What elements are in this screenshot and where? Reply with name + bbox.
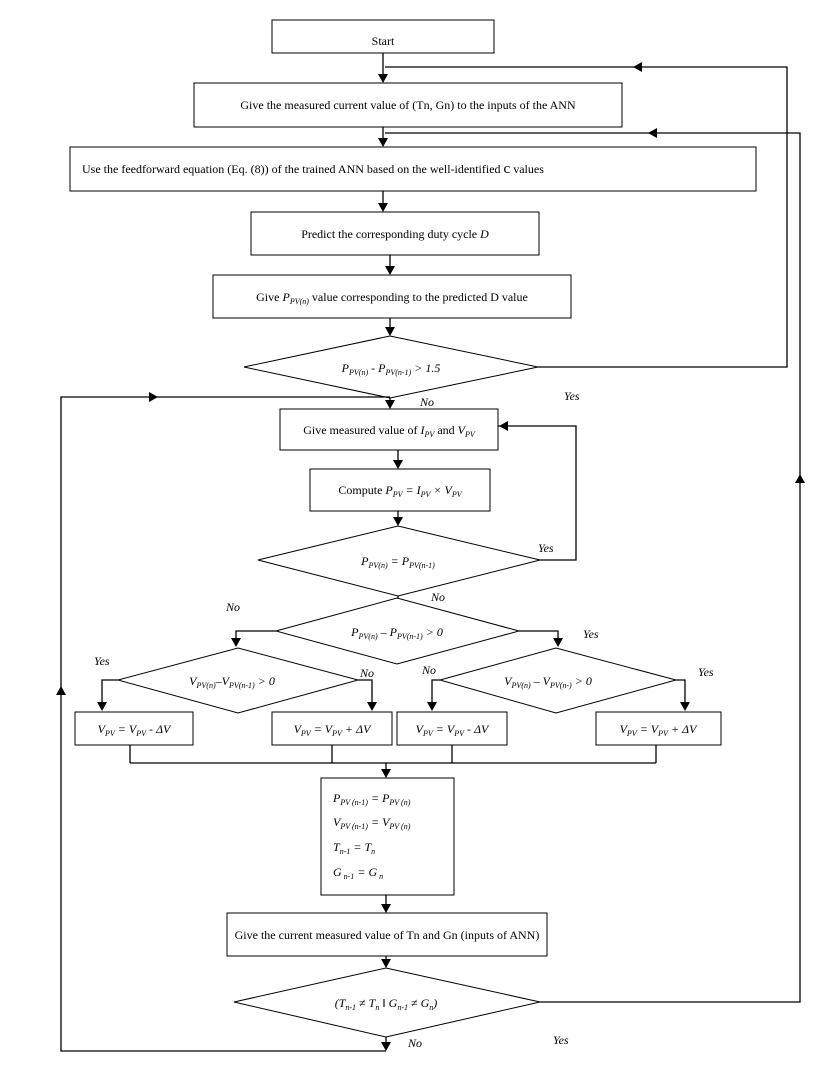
connector-left-no: [358, 679, 373, 704]
connector-no-branch-left: [235, 630, 276, 640]
update-vpv-label: VPV (n-1) = VPV (n): [333, 815, 411, 831]
connector-right-yes: [676, 679, 686, 704]
vpv-increase-label-2: VPV = VPV + ΔV: [620, 722, 698, 738]
vpv-decrease-label-2: VPV = VPV - ΔV: [416, 722, 490, 738]
predict-duty-label: Predict the corresponding duty cycle D: [301, 227, 489, 241]
label-no-left: No: [359, 666, 374, 680]
arrowhead: [385, 327, 395, 336]
loop-no-to-give-iv: [60, 396, 390, 1052]
arrowhead: [633, 62, 642, 72]
label-yes-threshold: Yes: [564, 389, 580, 403]
update-t-label: Tn-1 = Tn: [333, 840, 375, 856]
update-g-label: G n-1 = G n: [333, 865, 383, 881]
give-current-label: Give the current measured value of Tn an…: [235, 928, 540, 942]
arrowhead: [648, 128, 657, 138]
arrowhead: [367, 702, 377, 711]
main-connectors: [97, 53, 690, 1051]
feedback-loops: [56, 62, 805, 1052]
arrowhead: [385, 400, 395, 409]
arrowhead: [427, 702, 437, 711]
compute-power-box: [309, 468, 491, 512]
give-measured-ann-label: Give the measured current value of (Tn, …: [240, 98, 576, 112]
label-yes-equal: Yes: [538, 541, 554, 555]
label-no-positive: No: [225, 600, 240, 614]
decision-power-equal-label: PPV(n) = PPV(n-1): [360, 554, 435, 570]
decision-power-positive-label: PPV(n) – PPV(n-1) > 0: [350, 625, 443, 641]
give-iv-box: [279, 408, 499, 451]
loop-condition-yes-to-feedforward: [385, 132, 801, 1003]
arrowhead: [393, 460, 403, 469]
arrowhead: [231, 638, 241, 647]
compute-power-label: Compute PPV = IPV × VPV: [338, 483, 462, 499]
connector-right-no: [431, 679, 440, 704]
arrowhead: [385, 266, 395, 275]
label-no-right: No: [421, 663, 436, 677]
arrowhead: [381, 959, 391, 968]
vpv-increase-box-1: [271, 711, 393, 746]
feedforward-box: [69, 146, 757, 192]
give-iv-label: Give measured value of IPV and VPV: [303, 423, 476, 439]
label-yes-positive: Yes: [583, 627, 599, 641]
give-current-box: [226, 912, 548, 957]
update-values-box: [320, 777, 455, 896]
decision-condition-change-label: (Tn-1 ≠ Tn ‖ Gn-1 ≠ Gn): [335, 996, 438, 1012]
label-yes-right: Yes: [698, 665, 714, 679]
give-measured-ann-box: [193, 82, 623, 128]
label-no-equal: No: [430, 590, 445, 604]
arrowhead: [393, 517, 403, 526]
arrowhead: [381, 904, 391, 913]
label-no-condition: No: [407, 1036, 422, 1050]
arrowhead: [499, 421, 508, 431]
update-ppv-label: PPV (n-1) = PPV (n): [332, 791, 411, 807]
vpv-increase-label-1: VPV = VPV + ΔV: [294, 722, 372, 738]
decision-voltage-right-label: VPV(n) – VPV(n-) > 0: [504, 674, 592, 690]
arrowhead: [795, 474, 805, 483]
arrowhead: [680, 702, 690, 711]
arrowhead: [378, 203, 388, 212]
give-ppv-box: [212, 274, 572, 319]
decision-power-threshold: [243, 335, 539, 399]
decision-power-positive: [274, 597, 521, 665]
predict-duty-box: [250, 211, 540, 256]
arrowhead: [378, 74, 388, 83]
loop-equal-yes-to-give-iv: [498, 425, 577, 561]
label-yes-left: Yes: [94, 654, 110, 668]
label-no-threshold: No: [419, 395, 434, 409]
decision-voltage-left-label: VPV(n)–VPV(n-1) > 0: [189, 674, 275, 690]
arrowhead: [378, 138, 388, 147]
feedforward-label: Use the feedforward equation (Eq. (8)) o…: [82, 161, 544, 177]
give-ppv-label: Give PPV(n) value corresponding to the p…: [256, 290, 528, 306]
decision-power-threshold-label: PPV(n) - PPV(n-1) > 1.5: [341, 361, 441, 377]
start-box: [271, 19, 495, 54]
arrowhead: [381, 1042, 391, 1051]
vpv-decrease-box-1: [74, 711, 194, 746]
arrowhead: [553, 638, 563, 647]
connector-left-yes: [101, 679, 118, 704]
loop-threshold-yes-to-top: [385, 66, 788, 368]
connector-yes-branch-right: [519, 630, 559, 640]
arrowhead: [381, 769, 391, 778]
arrowhead: [97, 702, 107, 711]
vpv-decrease-label-1: VPV = VPV - ΔV: [98, 722, 172, 738]
label-yes-condition: Yes: [553, 1033, 569, 1047]
arrowhead: [149, 392, 158, 402]
vpv-decrease-box-2: [396, 711, 508, 746]
vpv-increase-box-2: [595, 711, 722, 746]
start-label: Start: [372, 34, 395, 48]
arrowhead: [56, 686, 66, 695]
